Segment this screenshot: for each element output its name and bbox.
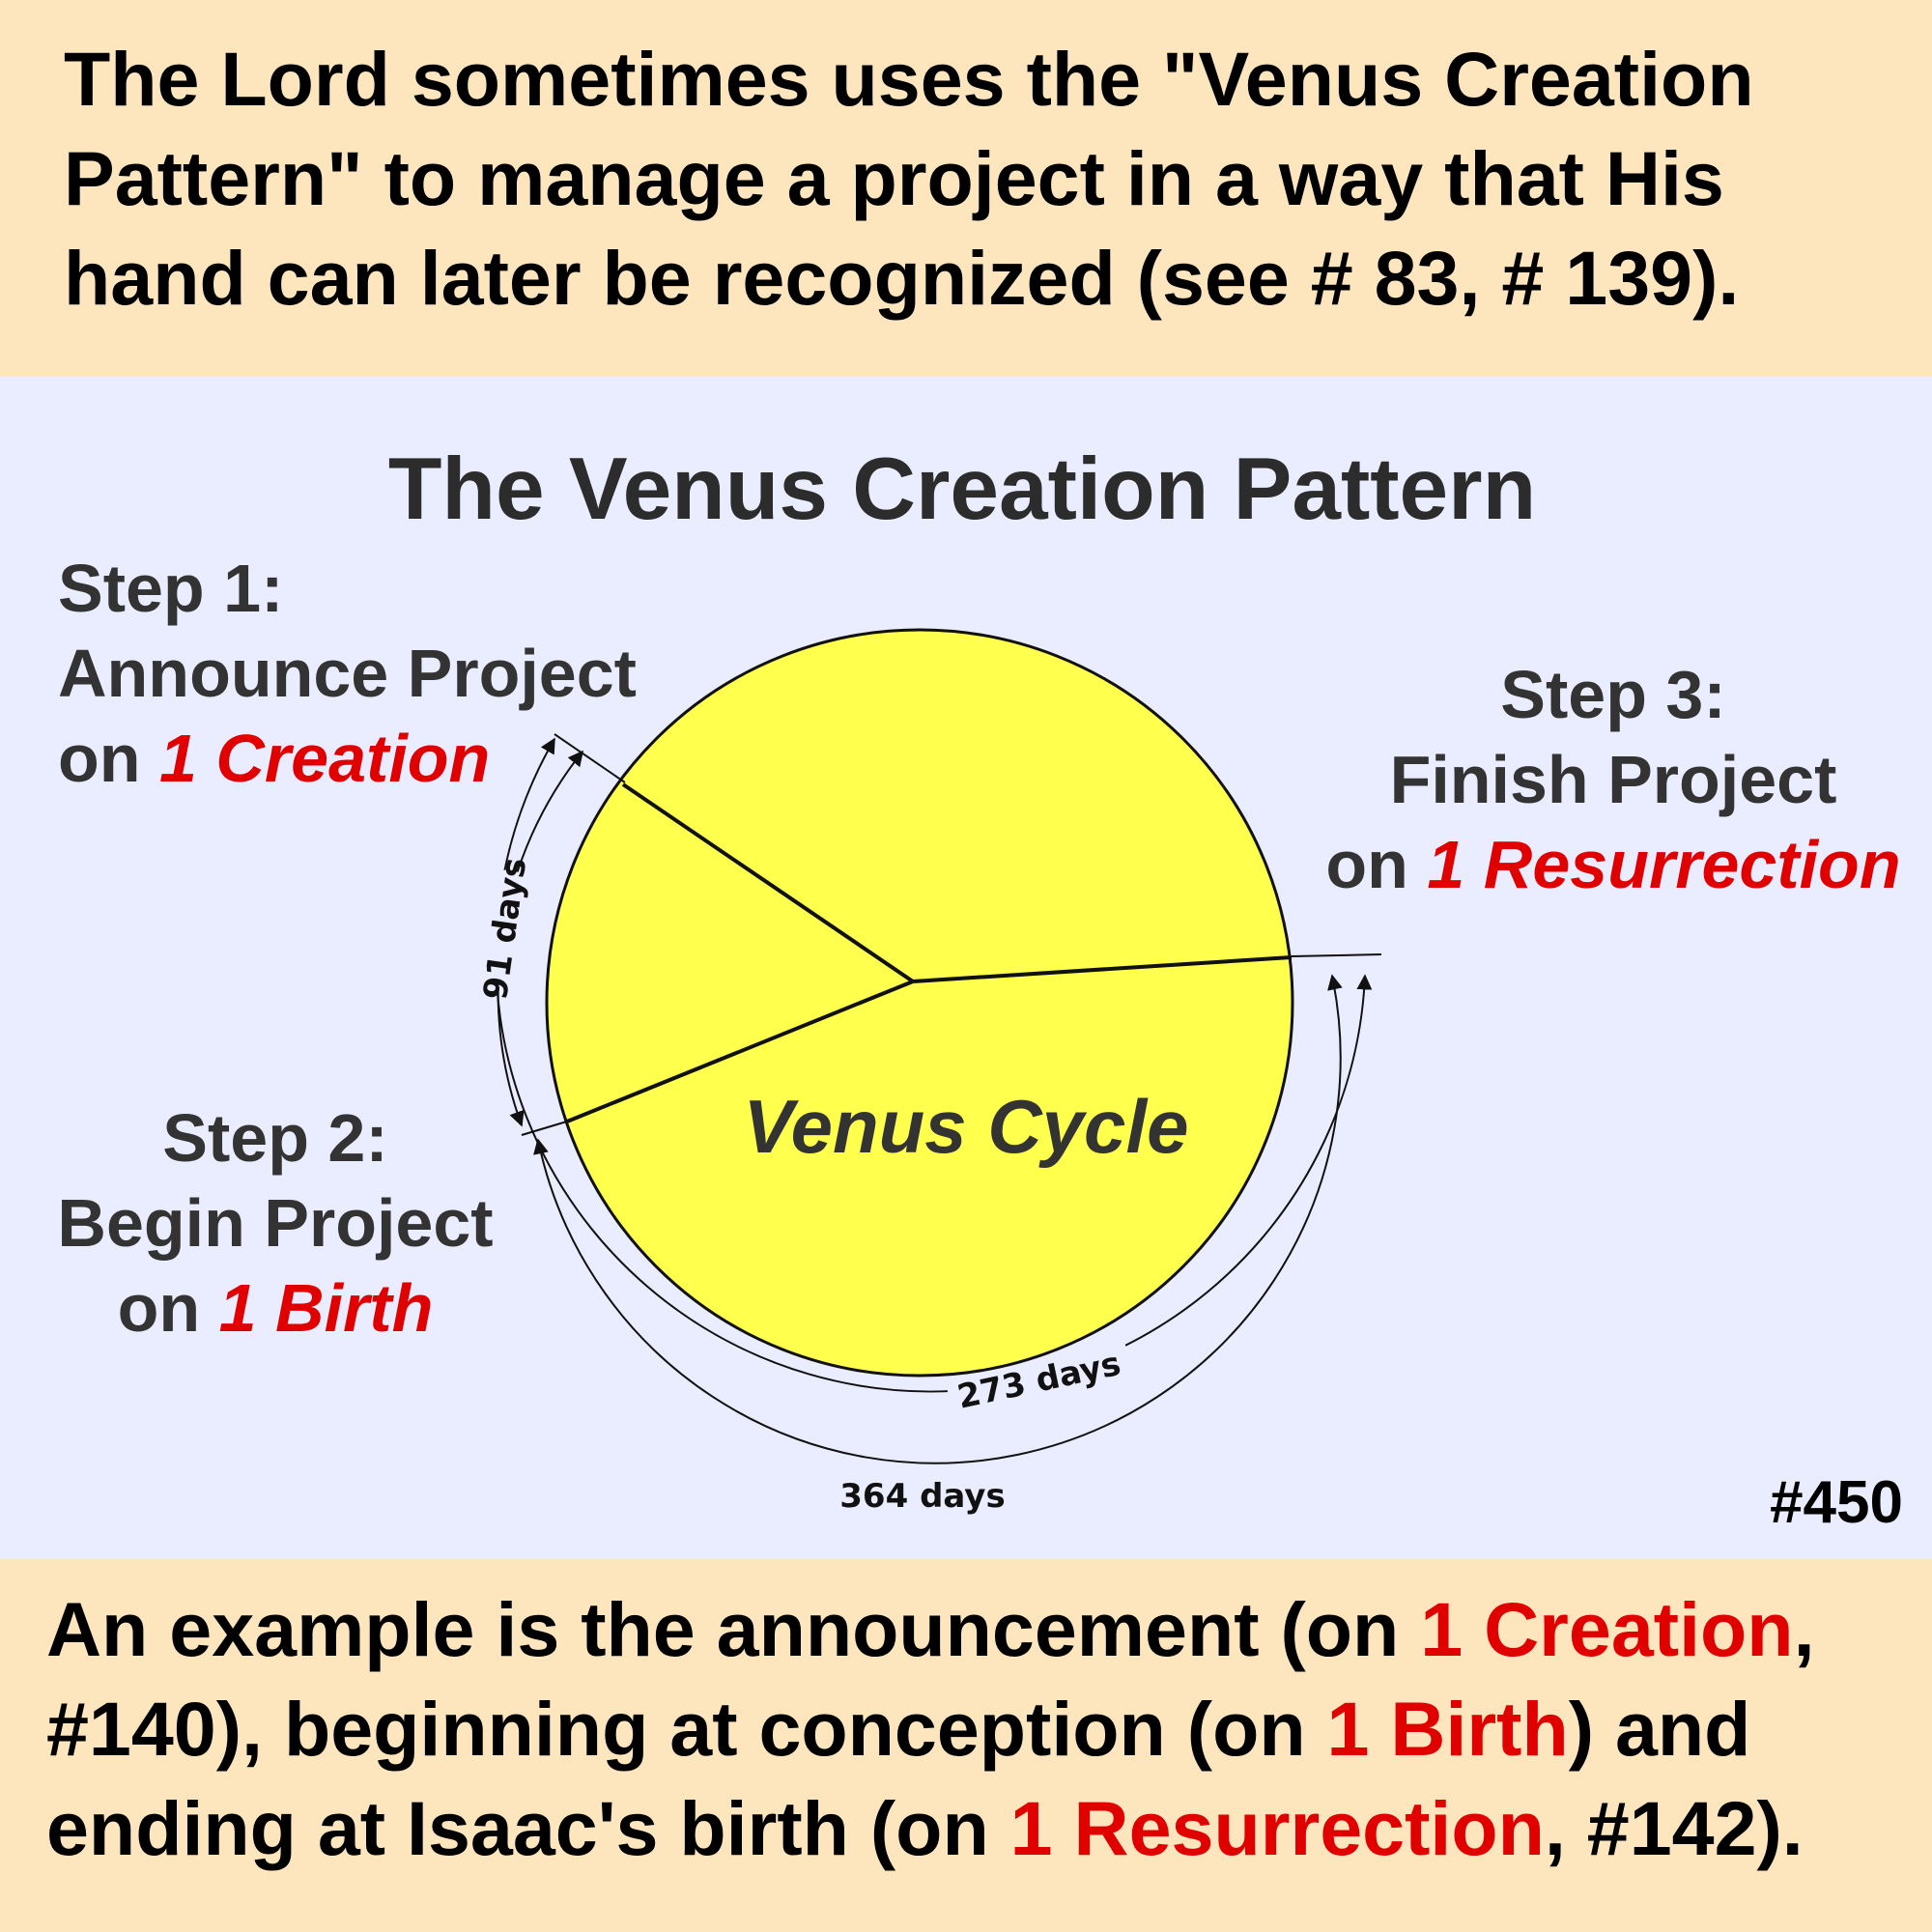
step-1-line: Announce Project <box>58 636 637 711</box>
venus-cycle-label: Venus Cycle <box>744 1084 1189 1169</box>
step-1-heading: Step 1: <box>58 551 284 626</box>
step-2-line: Begin Project <box>57 1185 494 1261</box>
step-3-line: Finish Project <box>1389 742 1837 817</box>
tick-resurrection <box>1291 953 1382 957</box>
step-2-heading: Step 2: <box>162 1100 388 1176</box>
footer-part-1: An example is the announcement (on <box>46 1586 1421 1672</box>
step-2: Step 2: Begin Project on 1 Birth <box>48 1095 502 1350</box>
step-2-prefix: on <box>117 1270 201 1346</box>
venus-cycle-circle <box>545 628 1294 1378</box>
step-3-highlight: 1 Resurrection <box>1427 827 1901 902</box>
diagram-title: The Venus Creation Pattern <box>387 440 1537 538</box>
footer-highlight-creation: 1 Creation <box>1420 1586 1794 1672</box>
header-band: The Lord sometimes uses the "Venus Creat… <box>0 0 1932 377</box>
footer-highlight-birth: 1 Birth <box>1326 1686 1569 1772</box>
footer-band: An example is the announcement (on 1 Cre… <box>0 1559 1932 1932</box>
step-3-prefix: on <box>1325 827 1408 902</box>
step-1-highlight: 1 Creation <box>158 721 491 796</box>
step-3: Step 3: Finish Project on 1 Resurrection <box>1304 652 1922 907</box>
footer-part-3: ) and ending at Isaac's birth (on <box>46 1686 1751 1871</box>
footer-part-2: , #140), beginning at conception (on <box>46 1586 1815 1772</box>
step-1: Step 1: Announce Project on 1 Creation <box>58 546 637 801</box>
arc-273-days <box>533 974 1343 1464</box>
step-1-prefix: on <box>58 721 141 796</box>
step-3-heading: Step 3: <box>1500 657 1726 732</box>
footer-highlight-resurrection: 1 Resurrection <box>1009 1785 1545 1871</box>
footer-text: An example is the announcement (on 1 Cre… <box>46 1579 1903 1878</box>
header-text: The Lord sometimes uses the "Venus Creat… <box>64 36 1754 321</box>
footer-part-4: , #142). <box>1544 1785 1804 1871</box>
step-2-highlight: 1 Birth <box>218 1270 434 1346</box>
label-364-days: 364 days <box>839 1477 1005 1516</box>
page-number-badge: #450 <box>1770 1469 1903 1536</box>
